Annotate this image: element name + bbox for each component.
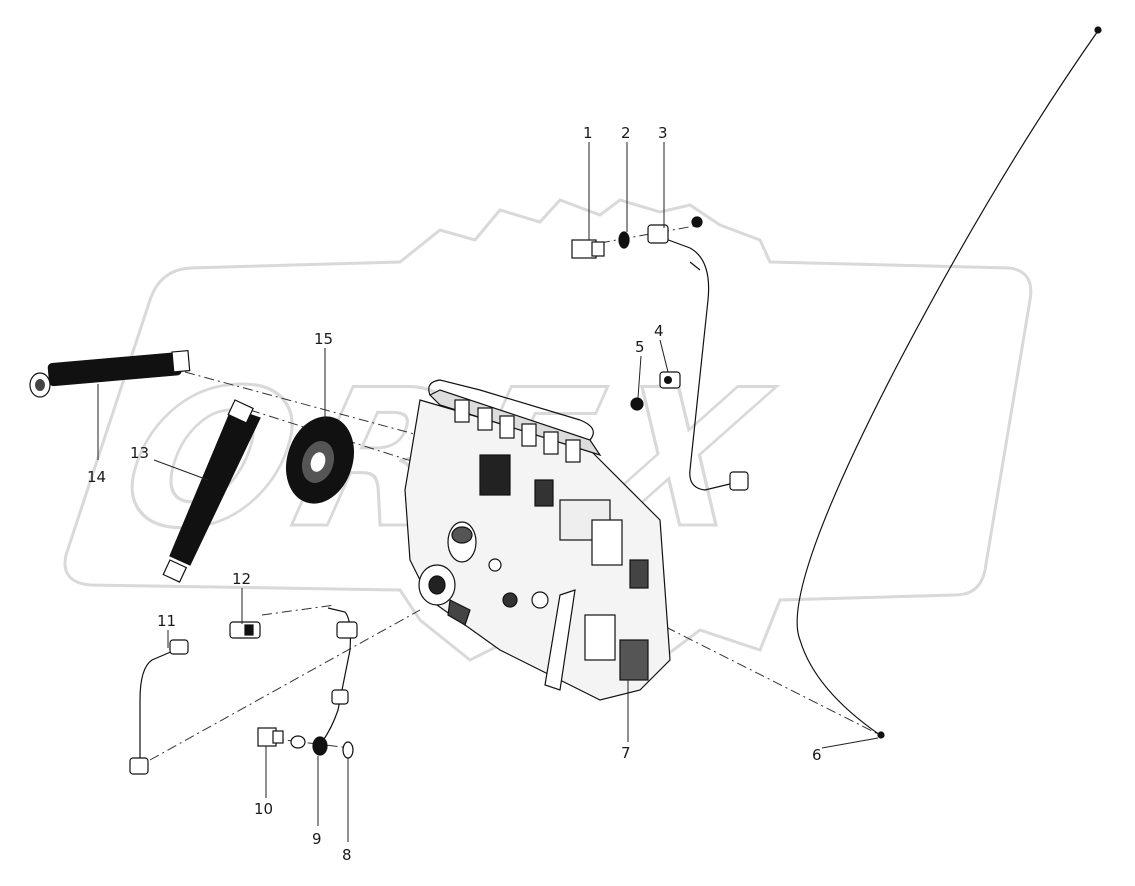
callout-4: 4: [654, 322, 664, 340]
part-connector-12: [229, 621, 261, 639]
part-seal-8: [342, 741, 354, 759]
part-oil-pipe-lower-right: [321, 607, 358, 743]
injection-pump: [404, 379, 671, 701]
callout-2: 2: [621, 124, 631, 142]
callout-11: 11: [157, 612, 176, 630]
part-washer-9: [290, 735, 328, 756]
part-gear: [286, 416, 354, 504]
part-bolt-10: [257, 727, 284, 747]
callout-12: 12: [232, 570, 251, 588]
callout-3: 3: [658, 124, 668, 142]
callout-1: 1: [583, 124, 593, 142]
part-long-cable: [796, 26, 1102, 739]
callout-9: 9: [312, 830, 322, 848]
callout-14: 14: [87, 468, 106, 486]
part-stud: [162, 399, 261, 583]
callout-13: 13: [130, 444, 149, 462]
part-long-bolt: [29, 349, 191, 398]
center-lines: [149, 224, 881, 761]
part-oil-pipe-lower-left: [129, 639, 189, 775]
callout-labels: 1 2 3 4 5 6 7 8 9 10 11 12 13 14 15: [87, 124, 822, 864]
part-seal-5: [630, 397, 644, 411]
part-fitting-4: [659, 371, 681, 389]
callout-8: 8: [342, 846, 352, 864]
pump-outlet-row: [454, 399, 581, 463]
watermark-gear-outline: [63, 198, 1033, 667]
callout-10: 10: [254, 800, 273, 818]
callout-leaders: [97, 142, 879, 842]
callout-15: 15: [314, 330, 333, 348]
part-banjo-bolt: [571, 239, 605, 259]
callout-5: 5: [635, 338, 645, 356]
part-oil-pipe-upper: [647, 216, 749, 491]
part-washer-top: [618, 231, 630, 249]
callout-6: 6: [812, 746, 822, 764]
callout-7: 7: [621, 744, 631, 762]
